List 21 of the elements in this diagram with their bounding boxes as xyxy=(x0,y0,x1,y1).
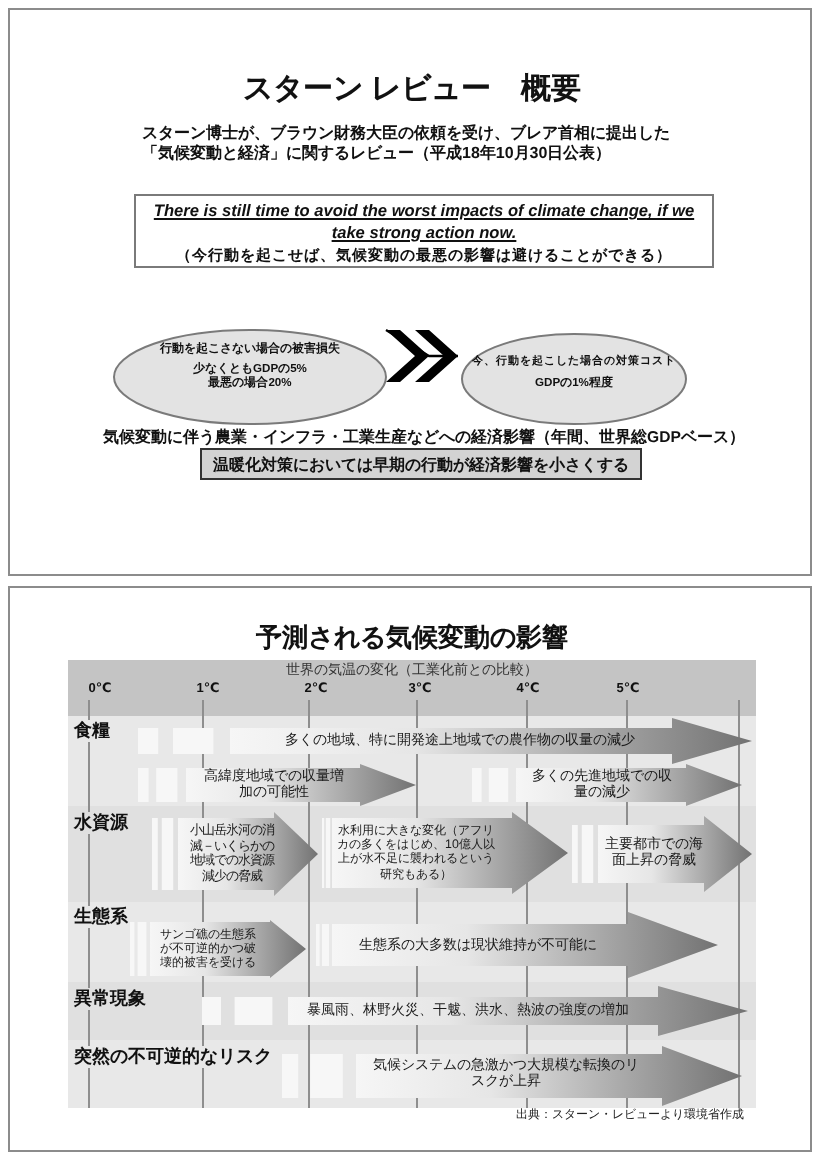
chart-panel xyxy=(68,660,756,1108)
row-heading: 水資源 xyxy=(72,812,130,834)
row-band xyxy=(68,716,756,806)
row-band xyxy=(68,1040,756,1108)
row-heading: 突然の不可逆的なリスク xyxy=(72,1046,274,1068)
row-heading: 異常現象 xyxy=(72,988,148,1010)
slide-frame xyxy=(8,586,812,1152)
ellipse xyxy=(460,332,688,426)
slide-title: 予測される気候変動の影響 xyxy=(256,622,568,654)
row-band xyxy=(68,806,756,902)
slide-frame xyxy=(8,8,812,576)
row-heading: 食糧 xyxy=(72,720,112,742)
row-band xyxy=(68,902,756,982)
slide-title: スターン レビュー 概要 xyxy=(242,72,582,108)
quote-box xyxy=(134,194,714,268)
double-chevron xyxy=(385,328,458,382)
row-heading: 生態系 xyxy=(72,906,130,928)
ellipse xyxy=(112,328,388,426)
quote-text: There is still time to avoid the worst impacts of climate change, if we take strong action now. xyxy=(151,200,697,244)
shaded-box: 温暖化対策においては早期の行動が経済影響を小さくする xyxy=(200,448,642,480)
subtitle: スターン博士が、ブラウン財務大臣の依頼を受け、ブレア首相に提出した「気候変動と経済」に関するレビュー（平成18年10月30日公表） xyxy=(142,124,672,164)
